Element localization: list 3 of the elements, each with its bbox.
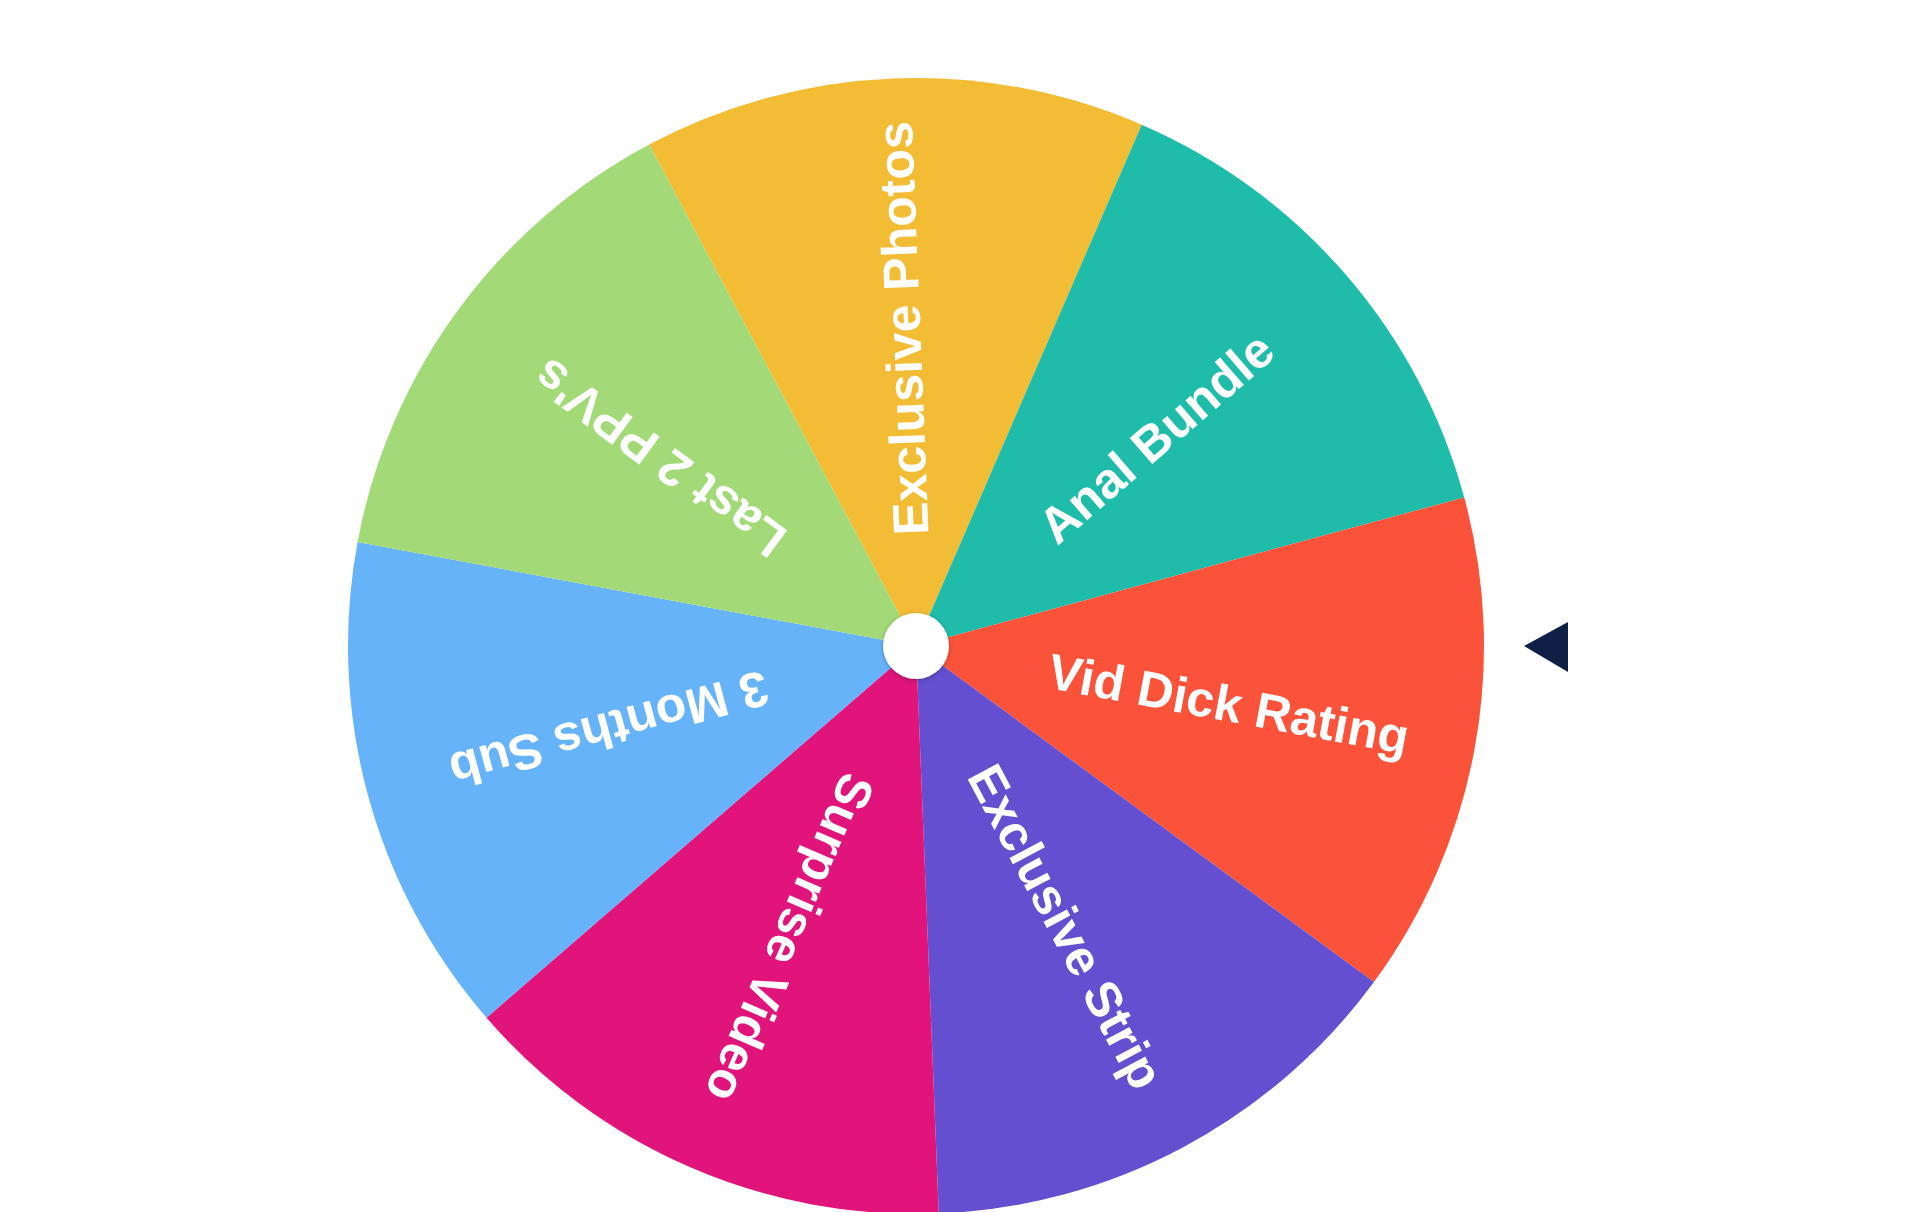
segment-label: Exclusive Photos	[866, 120, 940, 537]
segment-label: 3 Months Sub	[443, 659, 775, 799]
segment-label: Vid Dick Rating	[1043, 643, 1414, 766]
